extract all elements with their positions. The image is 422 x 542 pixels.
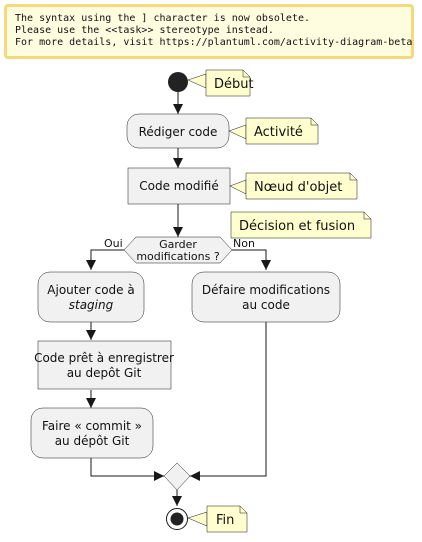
action-add-to-staging-line2: staging <box>69 298 114 312</box>
edge-commit-to-merge <box>90 458 164 481</box>
action-undo-changes <box>191 271 341 323</box>
object-ready-code <box>37 340 172 390</box>
branch-yes-label: Oui <box>104 237 123 250</box>
action-commit <box>30 407 154 459</box>
object-ready-code-line1: Code prêt à enregistrer <box>34 351 174 365</box>
edge-decision-no <box>232 249 271 270</box>
end-node-inner <box>170 512 184 526</box>
action-write-code-label: Rédiger code <box>139 125 218 139</box>
decision-label-line1: Garder <box>159 238 197 251</box>
action-undo-changes-line1: Défaire modifications <box>202 283 330 297</box>
object-modified-code <box>127 167 231 205</box>
action-add-to-staging <box>37 271 145 323</box>
connectors <box>86 92 271 506</box>
action-commit-line1: Faire « commit » <box>42 419 142 433</box>
action-undo-changes-line2: au code <box>242 298 290 312</box>
note-decision: Décision et fusion <box>230 211 372 239</box>
note-start-text: Début <box>214 77 254 92</box>
note-end-text: Fin <box>216 513 234 528</box>
edge-undo-to-merge <box>190 322 267 481</box>
warning-line-2: Please use the <<task>> stereotype inste… <box>15 25 274 36</box>
object-modified-code-label: Code modifié <box>139 179 218 193</box>
note-object: Nœud d'objet <box>229 172 358 200</box>
note-decision-text: Décision et fusion <box>239 219 355 234</box>
warning-line-1: The syntax using the ] character is now … <box>15 13 311 24</box>
note-object-text: Nœud d'objet <box>254 180 342 195</box>
start-node <box>168 72 188 92</box>
action-add-to-staging-line1: Ajouter code à <box>47 283 134 297</box>
note-end: Fin <box>187 505 248 533</box>
note-start: Début <box>187 69 254 97</box>
note-action-text: Activité <box>254 125 303 140</box>
note-action: Activité <box>228 117 319 145</box>
action-commit-line2: au dépôt Git <box>55 434 130 448</box>
deprecation-warning: The syntax using the ] character is now … <box>4 4 414 59</box>
decision-label-line2: modifications ? <box>136 250 219 263</box>
warning-line-3: For more details, visit https://plantuml… <box>15 37 413 48</box>
edge-decision-yes <box>86 249 124 270</box>
merge-node <box>163 462 191 491</box>
decision-node <box>123 236 233 264</box>
object-ready-code-line2: au depôt Git <box>67 366 142 380</box>
branch-no-label: Non <box>233 237 255 250</box>
